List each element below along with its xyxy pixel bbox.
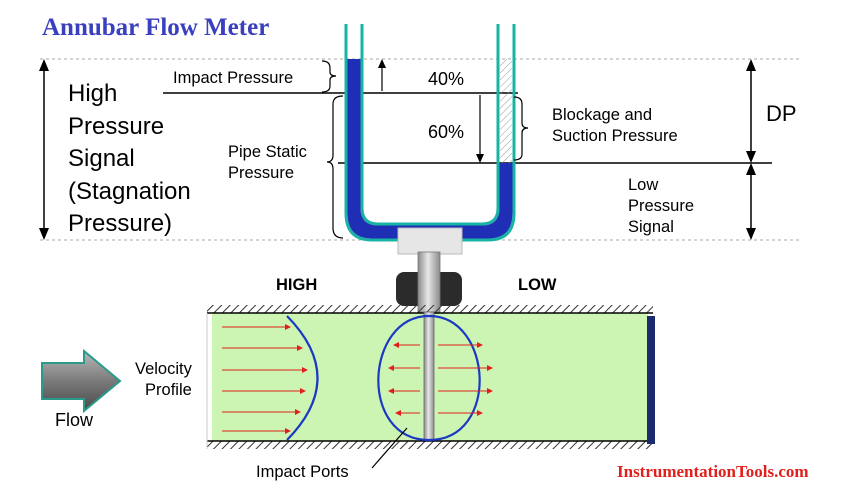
- probe-velocity-profile: [377, 314, 493, 442]
- upstream-velocity-profile: [222, 315, 319, 441]
- high-pressure-signal-label: High Pressure Signal (Stagnation Pressur…: [68, 80, 191, 237]
- high-side-label: HIGH: [276, 276, 318, 294]
- diagram-title: Annubar Flow Meter: [42, 14, 270, 41]
- low-side-label: LOW: [518, 276, 557, 294]
- fluid-displacement-hatch: [500, 59, 512, 163]
- annubar-probe: [423, 311, 435, 441]
- pipe-static-brace: [326, 95, 344, 239]
- pipe-static-pressure-label: Pipe Static Pressure: [228, 143, 307, 182]
- pipe-end-cap: [647, 316, 655, 444]
- impact-pressure-brace: [321, 60, 337, 93]
- dp-label: DP: [766, 101, 797, 126]
- blockage-suction-label: Blockage and Suction Pressure: [552, 106, 678, 145]
- website-watermark: InstrumentationTools.com: [617, 462, 809, 481]
- percent-60-label: 60%: [428, 122, 465, 142]
- manometer-fluid: [347, 59, 513, 239]
- sensor-stem-upper: [417, 251, 441, 313]
- flow-arrow-icon: [41, 348, 122, 414]
- low-pressure-signal-label: Low Pressure Signal: [628, 176, 695, 236]
- impact-pressure-label: Impact Pressure: [173, 69, 294, 87]
- blockage-brace: [513, 96, 529, 161]
- impact-ports-leader: [371, 427, 408, 469]
- impact-ports-label: Impact Ports: [256, 463, 349, 481]
- velocity-profile-label: Velocity Profile: [135, 360, 192, 399]
- manifold-block: [397, 227, 463, 255]
- percent-40-label: 40%: [428, 69, 465, 89]
- flow-label: Flow: [55, 410, 94, 430]
